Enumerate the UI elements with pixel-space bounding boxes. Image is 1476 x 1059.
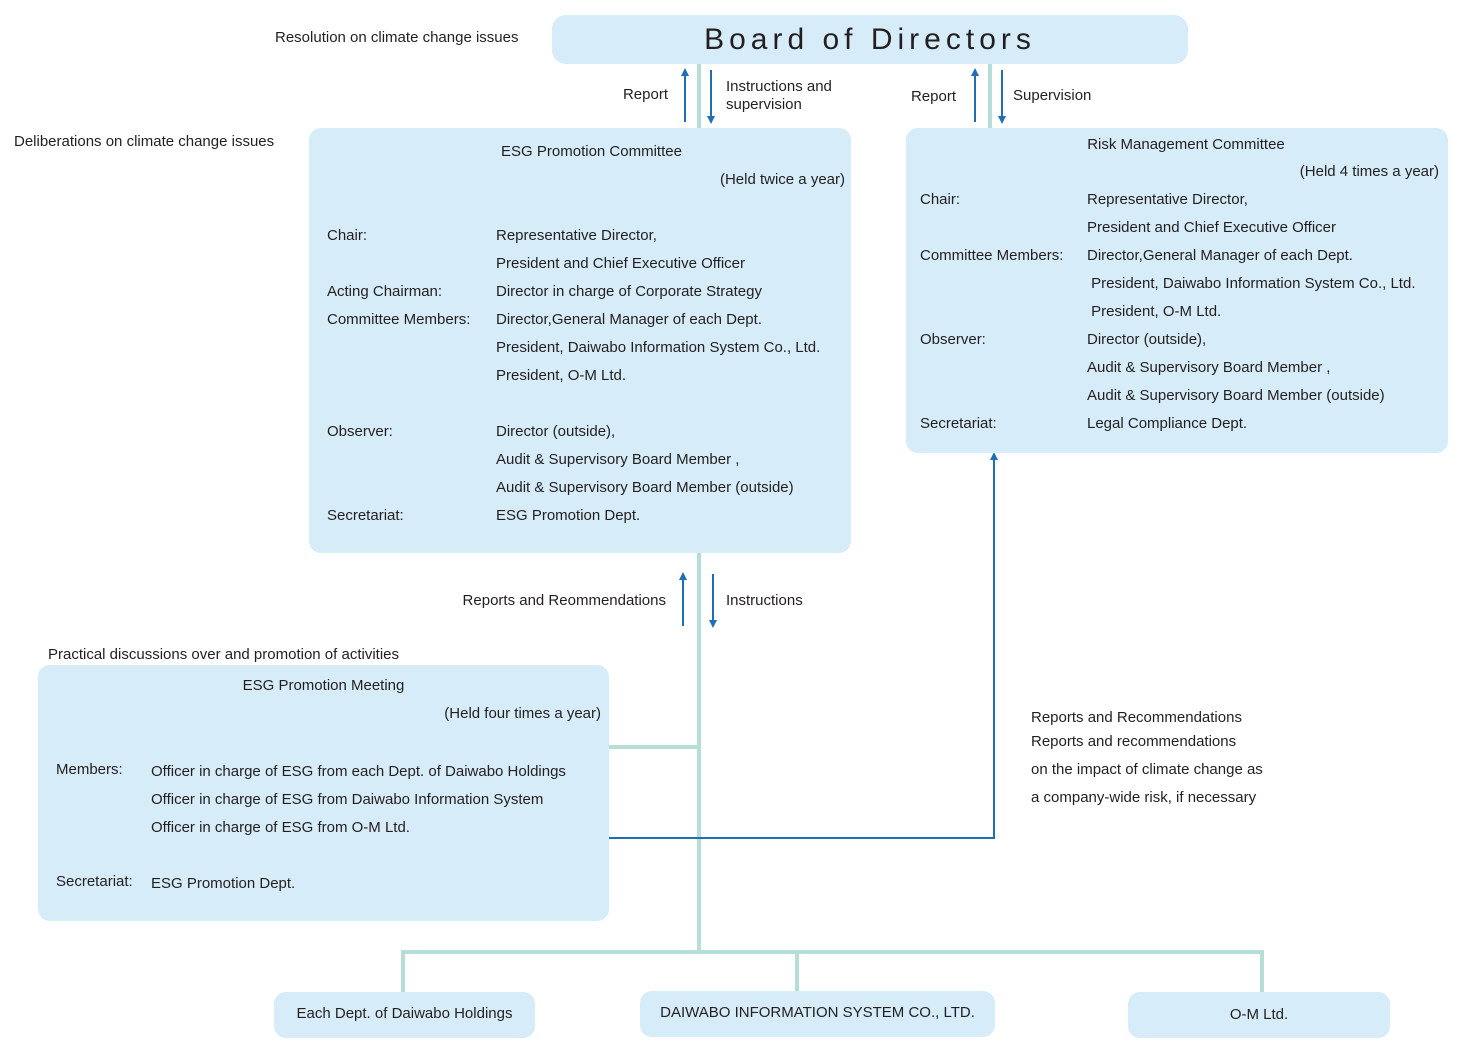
board-of-directors-box: Board of Directors	[552, 15, 1188, 64]
row-value: President, Daiwabo Information System Co…	[1087, 275, 1416, 292]
row-label: Secretariat:	[327, 507, 404, 524]
arrow-meeting-to-risk	[608, 452, 998, 839]
risk-committee-title: Risk Management Committee	[1087, 136, 1285, 153]
row-value: Director (outside),	[1087, 331, 1207, 348]
entity-label: Each Dept. of Daiwabo Holdings	[296, 1005, 513, 1022]
esg-committee-title: ESG Promotion Committee	[501, 143, 682, 160]
row-label: Secretariat:	[920, 415, 997, 432]
row-value: Director,General Manager of each Dept.	[496, 311, 762, 328]
esg-committee-side-label: Deliberations on climate change issues	[14, 133, 275, 150]
row-value: President, O-M Ltd.	[1087, 303, 1222, 320]
row-label: Committee Members:	[920, 247, 1064, 264]
row-value: Audit & Supervisory Board Member ,	[1087, 359, 1331, 376]
esg-meeting-title: ESG Promotion Meeting	[242, 677, 405, 694]
instructions-label: Instructions	[726, 592, 803, 609]
row-value: Representative Director,	[1087, 191, 1248, 208]
report-label-1: Report	[622, 86, 668, 103]
esg-promotion-meeting-box: ESG Promotion Meeting (Held four times a…	[38, 665, 609, 921]
supervision-label: Supervision	[1013, 87, 1092, 104]
esg-meeting-member: Officer in charge of ESG from O-M Ltd.	[151, 819, 410, 836]
row-value: President and Chief Executive Officer	[1087, 219, 1337, 236]
row-value: Legal Compliance Dept.	[1087, 415, 1248, 432]
row-value: Director (outside),	[496, 423, 616, 440]
row-value: President, O-M Ltd.	[496, 367, 627, 384]
board-title: Board of Directors	[704, 23, 1036, 56]
row-value: Audit & Supervisory Board Member (outsid…	[496, 479, 794, 496]
row-label: Observer:	[327, 423, 393, 440]
risk-note-title: Reports and Recommendations	[1031, 709, 1242, 726]
esg-promotion-committee-box: ESG Promotion Committee (Held twice a ye…	[309, 128, 851, 553]
board-side-label: Resolution on climate change issues	[275, 29, 519, 46]
esg-meeting-frequency: (Held four times a year)	[444, 705, 601, 722]
row-value: Audit & Supervisory Board Member (outsid…	[1087, 387, 1385, 404]
esg-meeting-secretariat-label: Secretariat:	[56, 873, 133, 890]
risk-note-line: Reports and recommendations	[1031, 733, 1237, 750]
risk-committee-frequency: (Held 4 times a year)	[1299, 163, 1439, 180]
row-label: Chair:	[327, 227, 368, 244]
entity-daiwabo-holdings-depts: Each Dept. of Daiwabo Holdings	[274, 992, 535, 1038]
row-value: Audit & Supervisory Board Member ,	[496, 451, 740, 468]
esg-meeting-member: Officer in charge of ESG from each Dept.…	[151, 763, 566, 780]
esg-meeting-side-label: Practical discussions over and promotion…	[48, 646, 399, 663]
row-label: Committee Members:	[327, 311, 471, 328]
risk-note-line: a company-wide risk, if necessary	[1031, 789, 1257, 806]
entity-label: DAIWABO INFORMATION SYSTEM CO., LTD.	[660, 1004, 975, 1021]
row-value: ESG Promotion Dept.	[496, 507, 641, 524]
reports-reommendations-label: Reports and Reommendations	[462, 592, 666, 609]
esg-meeting-secretariat-value: ESG Promotion Dept.	[151, 875, 296, 892]
esg-meeting-member: Officer in charge of ESG from Daiwabo In…	[151, 791, 544, 808]
esg-committee-frequency: (Held twice a year)	[719, 171, 845, 188]
esg-meeting-members-label: Members:	[56, 761, 123, 778]
risk-note-line: on the impact of climate change as	[1031, 761, 1263, 778]
row-value: Director in charge of Corporate Strategy	[496, 283, 762, 300]
row-label: Chair:	[920, 191, 961, 208]
entity-label: O-M Ltd.	[1229, 1006, 1289, 1023]
row-label: Acting Chairman:	[327, 283, 443, 300]
entity-daiwabo-information-system: DAIWABO INFORMATION SYSTEM CO., LTD.	[640, 991, 995, 1037]
report-label-2: Report	[910, 88, 956, 105]
instructions-supervision-label: Instructions and supervision	[726, 78, 832, 113]
row-label: Observer:	[920, 331, 986, 348]
entity-om-ltd: O-M Ltd.	[1128, 992, 1390, 1038]
row-value: Representative Director,	[496, 227, 657, 244]
risk-management-committee-box: Risk Management Committee (Held 4 times …	[906, 128, 1448, 453]
row-value: President and Chief Executive Officer	[496, 255, 746, 272]
row-value: President, Daiwabo Information System Co…	[496, 339, 821, 356]
row-value: Director,General Manager of each Dept.	[1087, 247, 1353, 264]
